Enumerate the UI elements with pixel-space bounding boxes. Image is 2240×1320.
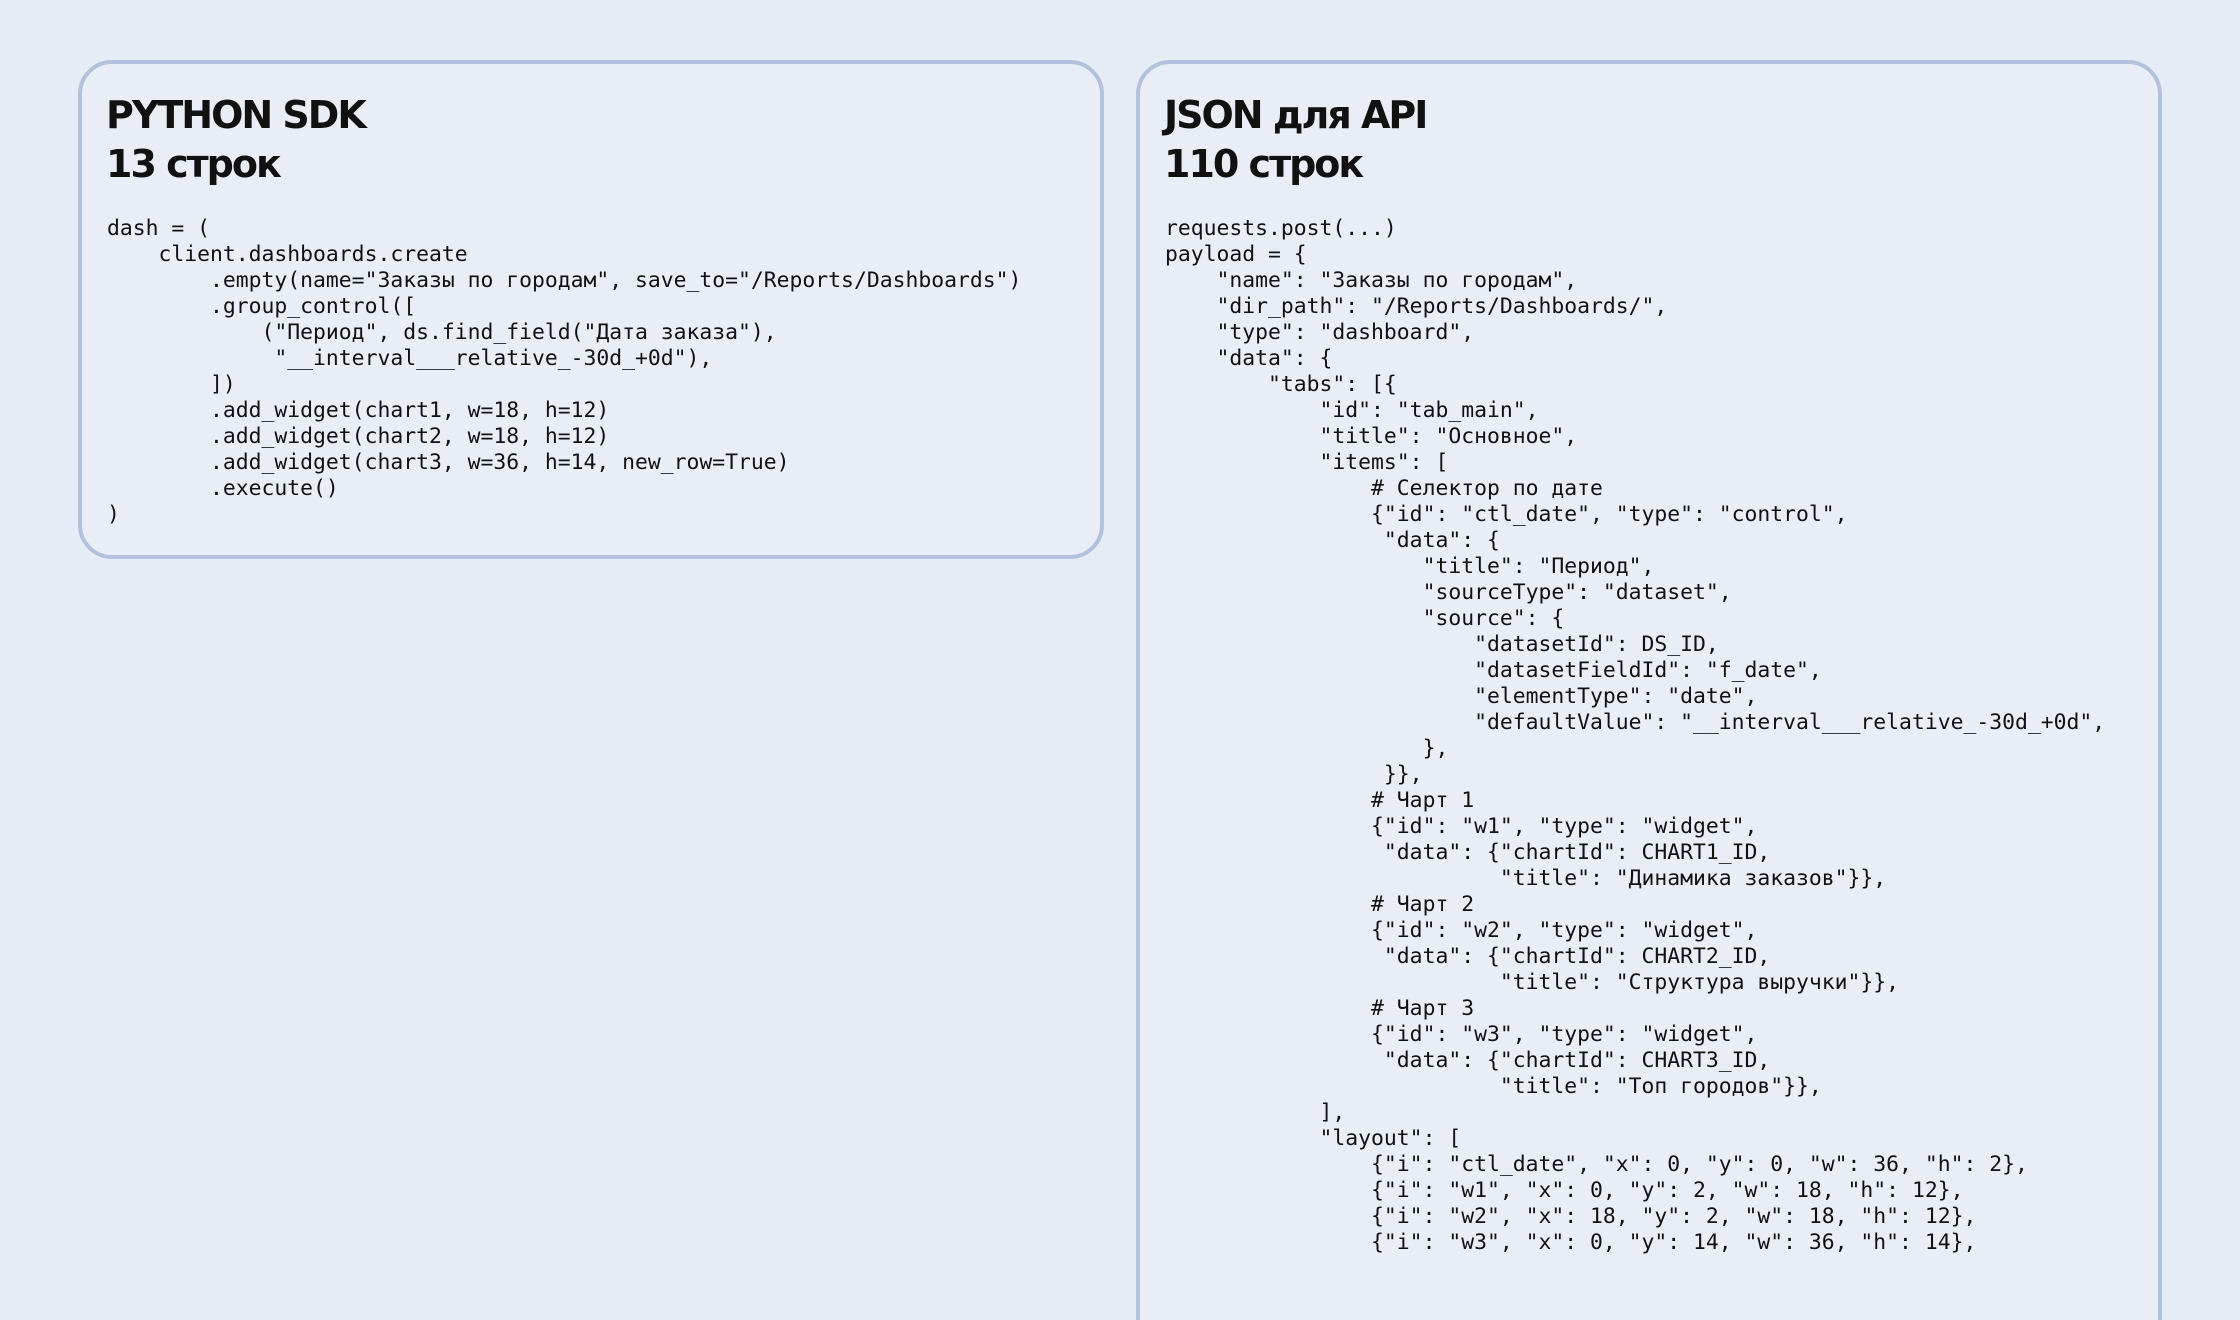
json-panel-title: JSON для API: [1164, 93, 1428, 137]
json-panel-heading: JSON для API 110 строк: [1164, 91, 1428, 189]
python-panel-line-count: 13 строк: [106, 142, 282, 186]
json-api-panel: JSON для API 110 строк requests.post(...…: [1136, 60, 2162, 1320]
python-code-block: dash = ( client.dashboards.create .empty…: [107, 216, 1022, 527]
json-code-block: requests.post(...) payload = { "name": "…: [1165, 216, 2106, 1255]
json-panel-line-count: 110 строк: [1164, 142, 1364, 186]
python-panel-heading: PYTHON SDK 13 строк: [106, 91, 367, 189]
python-sdk-panel: PYTHON SDK 13 строк dash = ( client.dash…: [78, 60, 1104, 559]
python-panel-title: PYTHON SDK: [106, 93, 367, 137]
